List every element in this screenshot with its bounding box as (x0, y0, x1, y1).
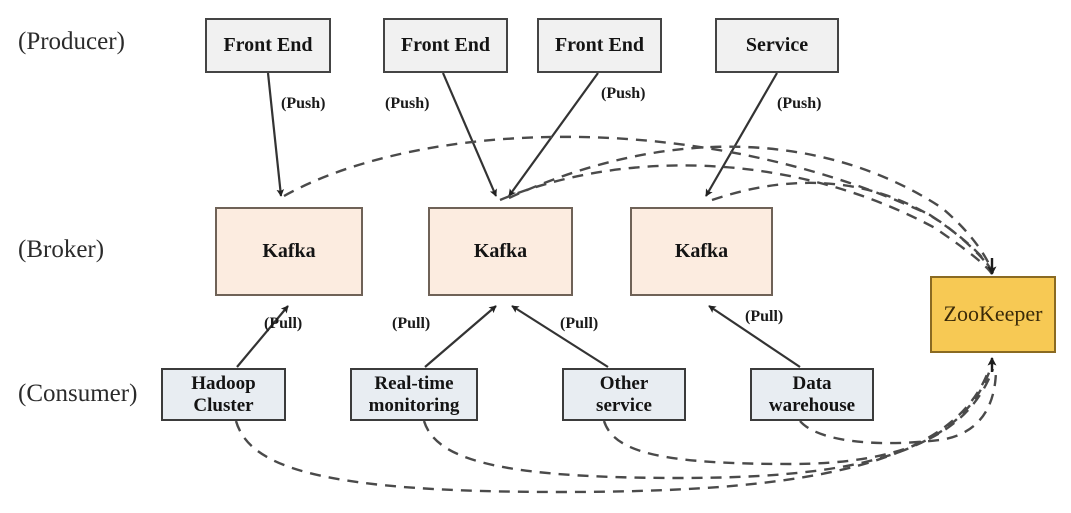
consumer-node-hadoop-cluster[interactable]: Hadoop Cluster (161, 368, 286, 421)
edge-label-push-3: (Push) (601, 85, 646, 102)
edge-label-pull-2: (Pull) (392, 315, 431, 332)
consumer-node-data-warehouse[interactable]: Data warehouse (750, 368, 874, 421)
tier-label-producer: (Producer) (18, 28, 125, 55)
push-edge-2 (441, 72, 498, 197)
tier-label-consumer: (Consumer) (18, 380, 138, 407)
consumer-node-real-time-monitoring[interactable]: Real-time monitoring (350, 368, 478, 421)
producer-node-front-end-2[interactable]: Front End (383, 18, 508, 73)
edge-label-pull-4: (Pull) (745, 308, 784, 325)
pull-edge-2 (424, 305, 497, 368)
push-arrows (266, 72, 778, 197)
push-edge-1 (266, 72, 285, 197)
edge-label-push-4: (Push) (777, 95, 822, 112)
pull-arrows (236, 305, 801, 368)
consumer-node-other-service[interactable]: Other service (562, 368, 686, 421)
producer-node-front-end-1[interactable]: Front End (205, 18, 331, 73)
producer-node-front-end-3[interactable]: Front End (537, 18, 662, 73)
tier-label-broker: (Broker) (18, 236, 105, 263)
edge-label-pull-1: (Pull) (264, 315, 303, 332)
edge-label-push-1: (Push) (281, 95, 326, 112)
zk-bottom-edge-2 (422, 369, 992, 480)
broker-node-kafka-1[interactable]: Kafka (215, 207, 363, 296)
producer-node-service[interactable]: Service (715, 18, 839, 73)
push-edge-3 (508, 72, 599, 197)
push-edge-4 (705, 72, 778, 197)
edge-label-push-2: (Push) (385, 95, 430, 112)
edge-label-pull-3: (Pull) (560, 315, 599, 332)
broker-node-kafka-3[interactable]: Kafka (630, 207, 773, 296)
coordinator-node-zookeeper[interactable]: ZooKeeper (930, 276, 1056, 353)
broker-node-kafka-2[interactable]: Kafka (428, 207, 573, 296)
